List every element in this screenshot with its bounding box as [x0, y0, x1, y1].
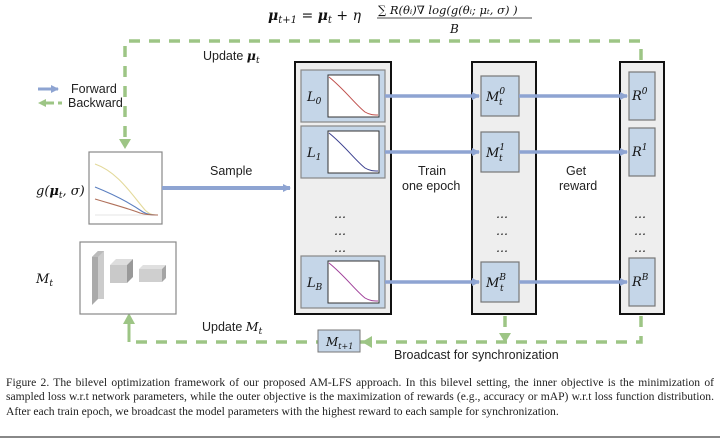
legend: Forward Backward — [38, 82, 123, 110]
model-ellipsis-2: … — [496, 224, 508, 238]
loss-function-box: LB — [300, 255, 386, 309]
backward-legend-arrow — [38, 99, 46, 107]
reward-ellipsis-3: … — [634, 241, 646, 255]
loss-ellipsis-3: … — [334, 241, 346, 255]
loss-ellipsis-2: … — [334, 224, 346, 238]
distribution-box — [88, 151, 163, 225]
loss-function-box: L1 — [300, 125, 386, 179]
loss-label: L1 — [306, 146, 321, 163]
loss-ellipsis-1: … — [334, 207, 346, 221]
loss-function-box: L0 — [300, 69, 386, 123]
arrow-into-distribution — [119, 139, 131, 149]
reward-ellipsis-1: … — [634, 207, 646, 221]
reward-box: RB — [628, 257, 656, 307]
svg-text:μt+1 = μt + η: μt+1 = μt + η — [268, 8, 362, 26]
reward-label: R1 — [631, 143, 648, 160]
distribution-label: g(μt, σ) — [36, 184, 85, 201]
formula-numerator: ∑ R(θᵢ)∇ log(g(θᵢ; μₜ, σ) ) — [378, 3, 518, 17]
train-label-line2: one epoch — [402, 179, 460, 193]
reward-label-line2: reward — [559, 179, 597, 193]
reward-label: R0 — [631, 87, 648, 104]
legend-backward-label: Backward — [68, 96, 123, 110]
update-mu-label: Update μt — [203, 48, 260, 66]
train-label-line1: Train — [418, 164, 446, 178]
broadcast-label: Broadcast for synchronization — [394, 348, 559, 362]
network-icon — [92, 251, 166, 305]
legend-forward-label: Forward — [71, 82, 117, 96]
loss-label: L0 — [306, 90, 322, 107]
reward-box: R0 — [628, 71, 656, 121]
reward-label-line1: Get — [566, 164, 587, 178]
reward-ellipsis-2: … — [634, 224, 646, 238]
framework-diagram: μt+1 = μt + η ∑ R(θᵢ)∇ log(g(θᵢ; μₜ, σ) … — [35, 3, 665, 362]
backward-loop-bottom — [133, 316, 643, 344]
arrow-into-mnext — [362, 336, 372, 348]
model-ellipsis-3: … — [496, 241, 508, 255]
model-ellipsis-1: … — [496, 207, 508, 221]
arrow-broadcast-down — [499, 333, 511, 343]
arrow-into-model — [123, 313, 135, 324]
loss-curve — [328, 132, 379, 172]
figure-caption: Figure 2. The bilevel optimization frame… — [6, 376, 714, 418]
svg-text:Mt+1: Mt+1 — [325, 335, 353, 351]
formula-denominator: B — [449, 22, 459, 36]
model-box — [79, 241, 177, 315]
distribution-curve-3 — [94, 198, 159, 216]
bottom-rule — [0, 436, 720, 438]
update-formula: μt+1 = μt + η ∑ R(θᵢ)∇ log(g(θᵢ; μₜ, σ) … — [268, 3, 532, 36]
next-model-box: Mt+1 — [317, 329, 361, 353]
update-m-label: Update Mt — [202, 319, 263, 337]
loss-curve — [328, 262, 379, 302]
sample-label: Sample — [210, 164, 252, 178]
reward-box: R1 — [628, 127, 656, 177]
model-label: Mt — [35, 272, 53, 289]
loss-curve — [328, 76, 379, 116]
loss-label: LB — [306, 276, 323, 293]
backward-loop-top — [123, 39, 643, 138]
reward-label: RB — [631, 273, 649, 290]
